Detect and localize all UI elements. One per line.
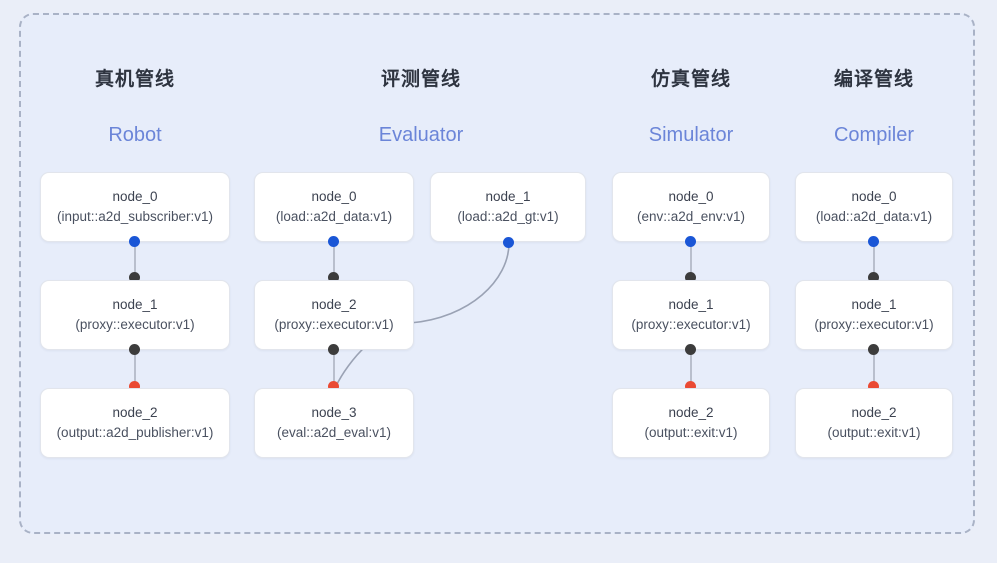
node-type: (output::a2d_publisher:v1) xyxy=(56,425,214,440)
column-title-en-evaluator: Evaluator xyxy=(378,124,464,146)
node-type: (output::exit:v1) xyxy=(827,425,921,440)
node-type: (load::a2d_gt:v1) xyxy=(457,209,559,224)
port-dot-red-compiler-2[interactable] xyxy=(868,381,879,392)
node-simulator-1[interactable]: node_1 (proxy::executor:v1) xyxy=(612,280,770,350)
port-dot-red-robot-2[interactable] xyxy=(129,381,140,392)
port-dot-black-compiler-1-in[interactable] xyxy=(868,272,879,283)
port-dot-black-simulator-1-out[interactable] xyxy=(685,344,696,355)
node-evaluator-2[interactable]: node_2 (proxy::executor:v1) xyxy=(254,280,414,350)
port-dot-blue-simulator-0[interactable] xyxy=(685,236,696,247)
column-title-en-simulator: Simulator xyxy=(648,124,734,146)
node-id: node_1 xyxy=(112,297,158,313)
port-dot-blue-robot-0[interactable] xyxy=(129,236,140,247)
node-id: node_0 xyxy=(851,189,897,205)
node-simulator-0[interactable]: node_0 (env::a2d_env:v1) xyxy=(612,172,770,242)
port-dot-black-robot-1-in[interactable] xyxy=(129,272,140,283)
port-dot-red-evaluator-3[interactable] xyxy=(328,381,339,392)
port-dot-black-evaluator-2-in[interactable] xyxy=(328,272,339,283)
port-dot-red-simulator-2[interactable] xyxy=(685,381,696,392)
column-title-cn-robot: 真机管线 xyxy=(94,69,175,90)
node-simulator-2[interactable]: node_2 (output::exit:v1) xyxy=(612,388,770,458)
node-type: (input::a2d_subscriber:v1) xyxy=(56,209,214,224)
node-id: node_0 xyxy=(311,189,357,205)
node-type: (env::a2d_env:v1) xyxy=(636,209,746,224)
node-type: (eval::a2d_eval:v1) xyxy=(276,425,392,440)
node-id: node_2 xyxy=(851,405,897,421)
link-eval-0-2 xyxy=(333,238,335,282)
node-compiler-0[interactable]: node_0 (load::a2d_data:v1) xyxy=(795,172,953,242)
node-id: node_2 xyxy=(112,405,158,421)
port-dot-blue-evaluator-0[interactable] xyxy=(328,236,339,247)
link-robot-0-1 xyxy=(134,238,136,282)
node-id: node_1 xyxy=(851,297,897,313)
port-dot-blue-compiler-0[interactable] xyxy=(868,236,879,247)
node-type: (proxy::executor:v1) xyxy=(274,317,394,332)
link-compiler-1-2 xyxy=(873,345,875,389)
node-id: node_3 xyxy=(311,405,357,421)
column-title-en-robot: Robot xyxy=(108,124,162,146)
node-id: node_0 xyxy=(112,189,158,205)
node-compiler-1[interactable]: node_1 (proxy::executor:v1) xyxy=(795,280,953,350)
node-type: (proxy::executor:v1) xyxy=(75,317,195,332)
column-title-cn-simulator: 仿真管线 xyxy=(650,69,731,90)
port-dot-black-compiler-1-out[interactable] xyxy=(868,344,879,355)
port-dot-black-simulator-1-in[interactable] xyxy=(685,272,696,283)
node-compiler-2[interactable]: node_2 (output::exit:v1) xyxy=(795,388,953,458)
node-robot-1[interactable]: node_1 (proxy::executor:v1) xyxy=(40,280,230,350)
node-id: node_1 xyxy=(485,189,531,205)
link-compiler-0-1 xyxy=(873,238,875,282)
node-robot-2[interactable]: node_2 (output::a2d_publisher:v1) xyxy=(40,388,230,458)
node-id: node_1 xyxy=(668,297,714,313)
node-type: (proxy::executor:v1) xyxy=(631,317,751,332)
port-dot-black-evaluator-2-out[interactable] xyxy=(328,344,339,355)
port-dot-blue-evaluator-1[interactable] xyxy=(503,237,514,248)
node-evaluator-3[interactable]: node_3 (eval::a2d_eval:v1) xyxy=(254,388,414,458)
link-robot-1-2 xyxy=(134,345,136,389)
node-id: node_0 xyxy=(668,189,714,205)
node-id: node_2 xyxy=(668,405,714,421)
node-type: (proxy::executor:v1) xyxy=(814,317,934,332)
node-evaluator-0[interactable]: node_0 (load::a2d_data:v1) xyxy=(254,172,414,242)
column-title-cn-compiler: 编译管线 xyxy=(833,69,914,90)
port-dot-black-robot-1-out[interactable] xyxy=(129,344,140,355)
column-title-cn-evaluator: 评测管线 xyxy=(380,69,461,90)
node-robot-0[interactable]: node_0 (input::a2d_subscriber:v1) xyxy=(40,172,230,242)
column-title-en-compiler: Compiler xyxy=(833,124,915,146)
node-type: (output::exit:v1) xyxy=(644,425,738,440)
node-id: node_2 xyxy=(311,297,357,313)
link-eval-2-3 xyxy=(333,345,335,389)
link-sim-1-2 xyxy=(690,345,692,389)
node-type: (load::a2d_data:v1) xyxy=(815,209,933,224)
node-evaluator-1[interactable]: node_1 (load::a2d_gt:v1) xyxy=(430,172,586,242)
link-sim-0-1 xyxy=(690,238,692,282)
node-type: (load::a2d_data:v1) xyxy=(275,209,393,224)
